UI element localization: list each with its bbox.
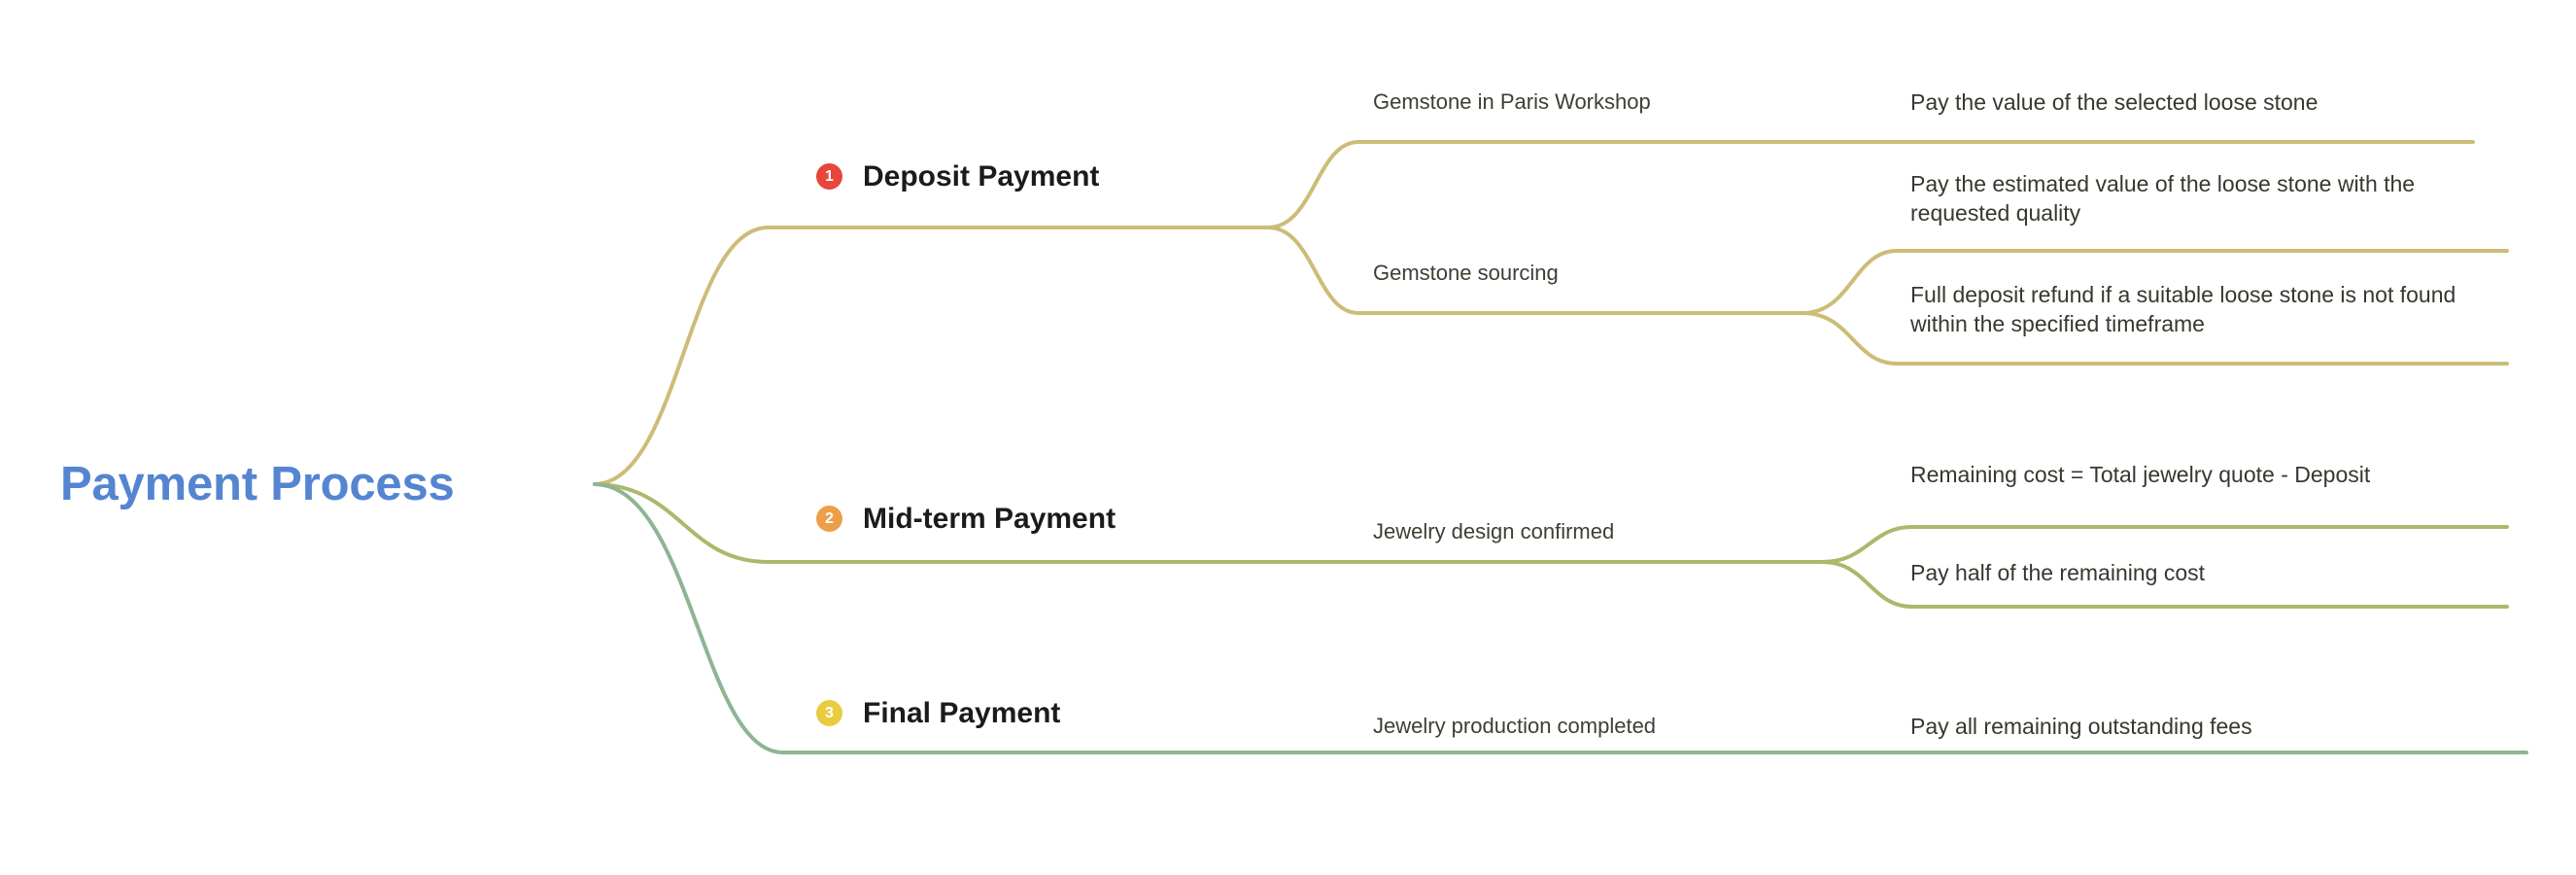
leaf-label-pay-all-remaining-fees: Pay all remaining outstanding fees bbox=[1910, 713, 2252, 739]
leaf-label-pay-half-remaining-cost: Pay half of the remaining cost bbox=[1910, 559, 2205, 585]
leaf-label-full-deposit-refund: Full deposit refund if a suitable loose … bbox=[1910, 281, 2456, 336]
subnode-gemstone-in-paris-workshop[interactable]: Gemstone in Paris Workshop bbox=[1373, 80, 1839, 124]
subnode-gemstone-sourcing[interactable]: Gemstone sourcing bbox=[1373, 251, 1839, 296]
root-node-label: Payment Process bbox=[60, 457, 455, 510]
leaf-label-pay-value-selected-loose-stone: Pay the value of the selected loose ston… bbox=[1910, 88, 2318, 115]
leaf-node-pay-all-remaining-fees[interactable]: Pay all remaining outstanding fees bbox=[1910, 704, 2513, 749]
leaf-node-pay-half-remaining-cost[interactable]: Pay half of the remaining cost bbox=[1910, 550, 2493, 595]
branch-number-badge-3: 3 bbox=[816, 699, 842, 726]
subnode-jewelry-design-confirmed[interactable]: Jewelry design confirmed bbox=[1373, 509, 1839, 554]
leaf-node-pay-value-selected-loose-stone[interactable]: Pay the value of the selected loose ston… bbox=[1910, 80, 2513, 124]
branch-number-badge-2: 2 bbox=[816, 505, 842, 532]
subnode-label-gemstone-in-paris-workshop: Gemstone in Paris Workshop bbox=[1373, 88, 1651, 114]
leaf-node-remaining-cost-formula[interactable]: Remaining cost = Total jewelry quote - D… bbox=[1910, 439, 2455, 509]
branch-number-badge-1: 1 bbox=[816, 162, 842, 190]
leaf-label-remaining-cost-formula: Remaining cost = Total jewelry quote - D… bbox=[1910, 461, 2371, 487]
branch-label-deposit-payment: Deposit Payment bbox=[863, 159, 1100, 192]
branch-label-mid-term-payment: Mid-term Payment bbox=[863, 502, 1116, 535]
subnode-label-jewelry-production-completed: Jewelry production completed bbox=[1373, 713, 1657, 738]
subnode-label-jewelry-design-confirmed: Jewelry design confirmed bbox=[1373, 518, 1615, 543]
branch-node-mid-term-payment[interactable]: 2 Mid-term Payment bbox=[816, 488, 1292, 548]
root-node[interactable]: Payment Process bbox=[60, 442, 566, 526]
leaf-node-full-deposit-refund[interactable]: Full deposit refund if a suitable loose … bbox=[1910, 274, 2503, 344]
branch-node-deposit-payment[interactable]: 1 Deposit Payment bbox=[816, 146, 1273, 206]
leaf-node-pay-estimated-value-loose-stone[interactable]: Pay the estimated value of the loose sto… bbox=[1910, 163, 2493, 233]
branch-node-final-payment[interactable]: 3 Final Payment bbox=[816, 682, 1254, 743]
leaf-label-pay-estimated-value-loose-stone: Pay the estimated value of the loose sto… bbox=[1910, 170, 2416, 226]
subnode-label-gemstone-sourcing: Gemstone sourcing bbox=[1373, 260, 1559, 285]
branch-label-final-payment: Final Payment bbox=[863, 696, 1061, 729]
subnode-jewelry-production-completed[interactable]: Jewelry production completed bbox=[1373, 704, 1859, 749]
